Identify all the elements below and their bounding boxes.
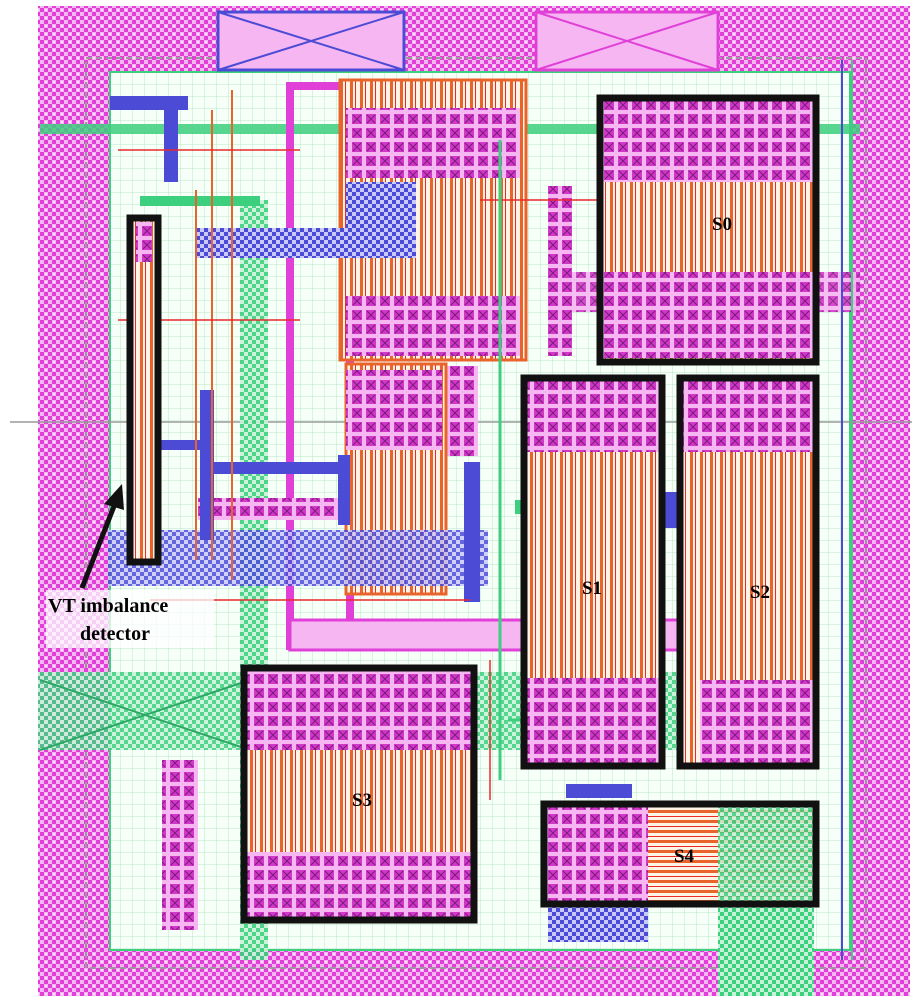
s0-label: S0 bbox=[712, 214, 732, 235]
detector-label-line2: detector bbox=[80, 623, 150, 645]
detector-arrow bbox=[79, 484, 124, 589]
transistor-block-s3: S3 bbox=[240, 664, 478, 924]
s4-label: S4 bbox=[674, 846, 695, 867]
s2-label: S2 bbox=[750, 582, 770, 603]
s3-label: S3 bbox=[352, 790, 372, 811]
detector-label-line1: VT imbalance bbox=[48, 595, 168, 617]
transistor-block-s0: S0 bbox=[596, 94, 820, 366]
transistor-block-s4: S4 bbox=[540, 800, 820, 908]
s1-label: S1 bbox=[582, 578, 602, 599]
transistor-block-s2: S2 bbox=[676, 374, 820, 770]
transistor-block-s1: S1 bbox=[520, 374, 666, 770]
vt-imbalance-detector-block bbox=[126, 214, 162, 566]
